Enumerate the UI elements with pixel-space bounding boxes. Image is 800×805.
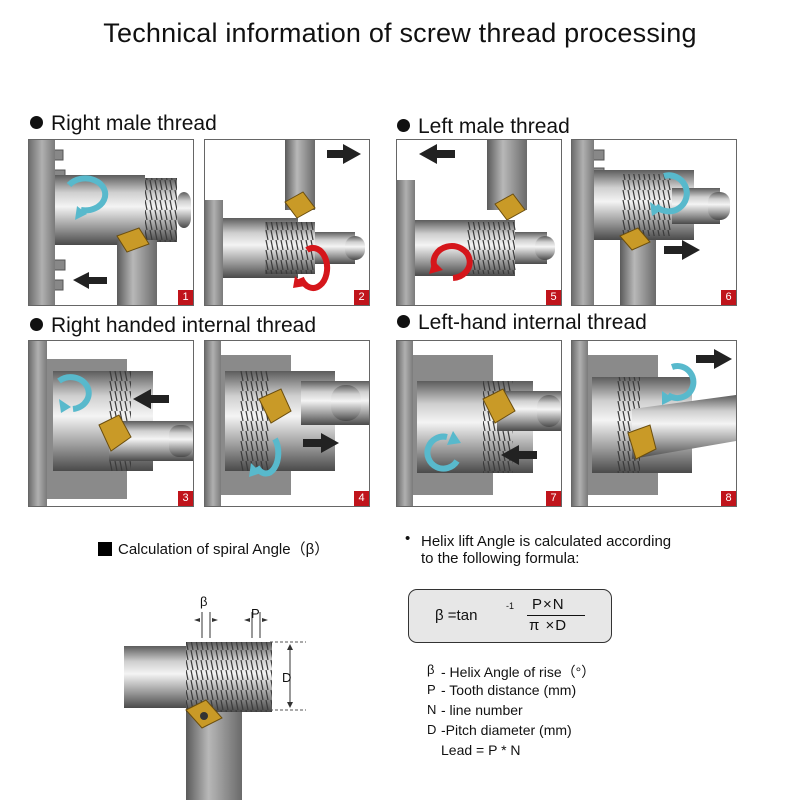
panel-5-left-male-thread: 5 (396, 139, 562, 306)
panel-number: 8 (721, 491, 736, 506)
thread-geometry-diagram: β P D (110, 590, 310, 805)
panel-number: 7 (546, 491, 561, 506)
panel-7-left-internal-thread: 7 (396, 340, 562, 507)
beta-label: β (200, 594, 208, 609)
panel-6-left-male-thread: 6 (571, 139, 737, 306)
panel-number: 6 (721, 290, 736, 305)
panel-1-right-male-thread: 1 (28, 139, 194, 306)
diameter-label: D (282, 670, 292, 685)
calculation-title: Calculation of spiral Angle（β） (98, 538, 329, 559)
panel-4-right-internal-thread: 4 (204, 340, 370, 507)
page-title: Technical information of screw thread pr… (103, 18, 697, 48)
helix-line-1: Helix lift Angle is calculated according (421, 533, 672, 550)
lead-formula: Lead = P * N (441, 742, 521, 758)
panel-8-left-internal-thread: 8 (571, 340, 737, 507)
formula-denominator: π ×D (529, 617, 568, 634)
panel-number: 3 (178, 491, 193, 506)
section-left-male-thread: Left male thread (397, 115, 570, 139)
section-left-internal-thread: Left-hand internal thread (397, 311, 647, 335)
panel-number: 1 (178, 290, 193, 305)
fraction-bar (527, 615, 585, 616)
formula-numerator: P×N (532, 596, 565, 613)
helix-line-2: to the following formula: (421, 550, 580, 567)
panel-number: 4 (354, 491, 369, 506)
panel-3-right-internal-thread: 3 (28, 340, 194, 507)
square-bullet-icon (98, 542, 112, 557)
section-right-internal-thread: Right handed internal thread (30, 314, 316, 338)
pitch-label: P (251, 606, 260, 621)
panel-number: 5 (546, 290, 561, 305)
formula-box: β =tan -1 P×N π ×D (408, 589, 612, 643)
formula-lhs: β =tan (435, 607, 478, 624)
panel-2-right-male-thread: 2 (204, 139, 370, 306)
panel-number: 2 (354, 290, 369, 305)
section-right-male-thread: Right male thread (30, 112, 217, 136)
bullet-icon: • (405, 530, 411, 547)
formula-exponent: -1 (506, 601, 515, 611)
helix-description: • Helix lift Angle is calculated accordi… (405, 530, 672, 567)
